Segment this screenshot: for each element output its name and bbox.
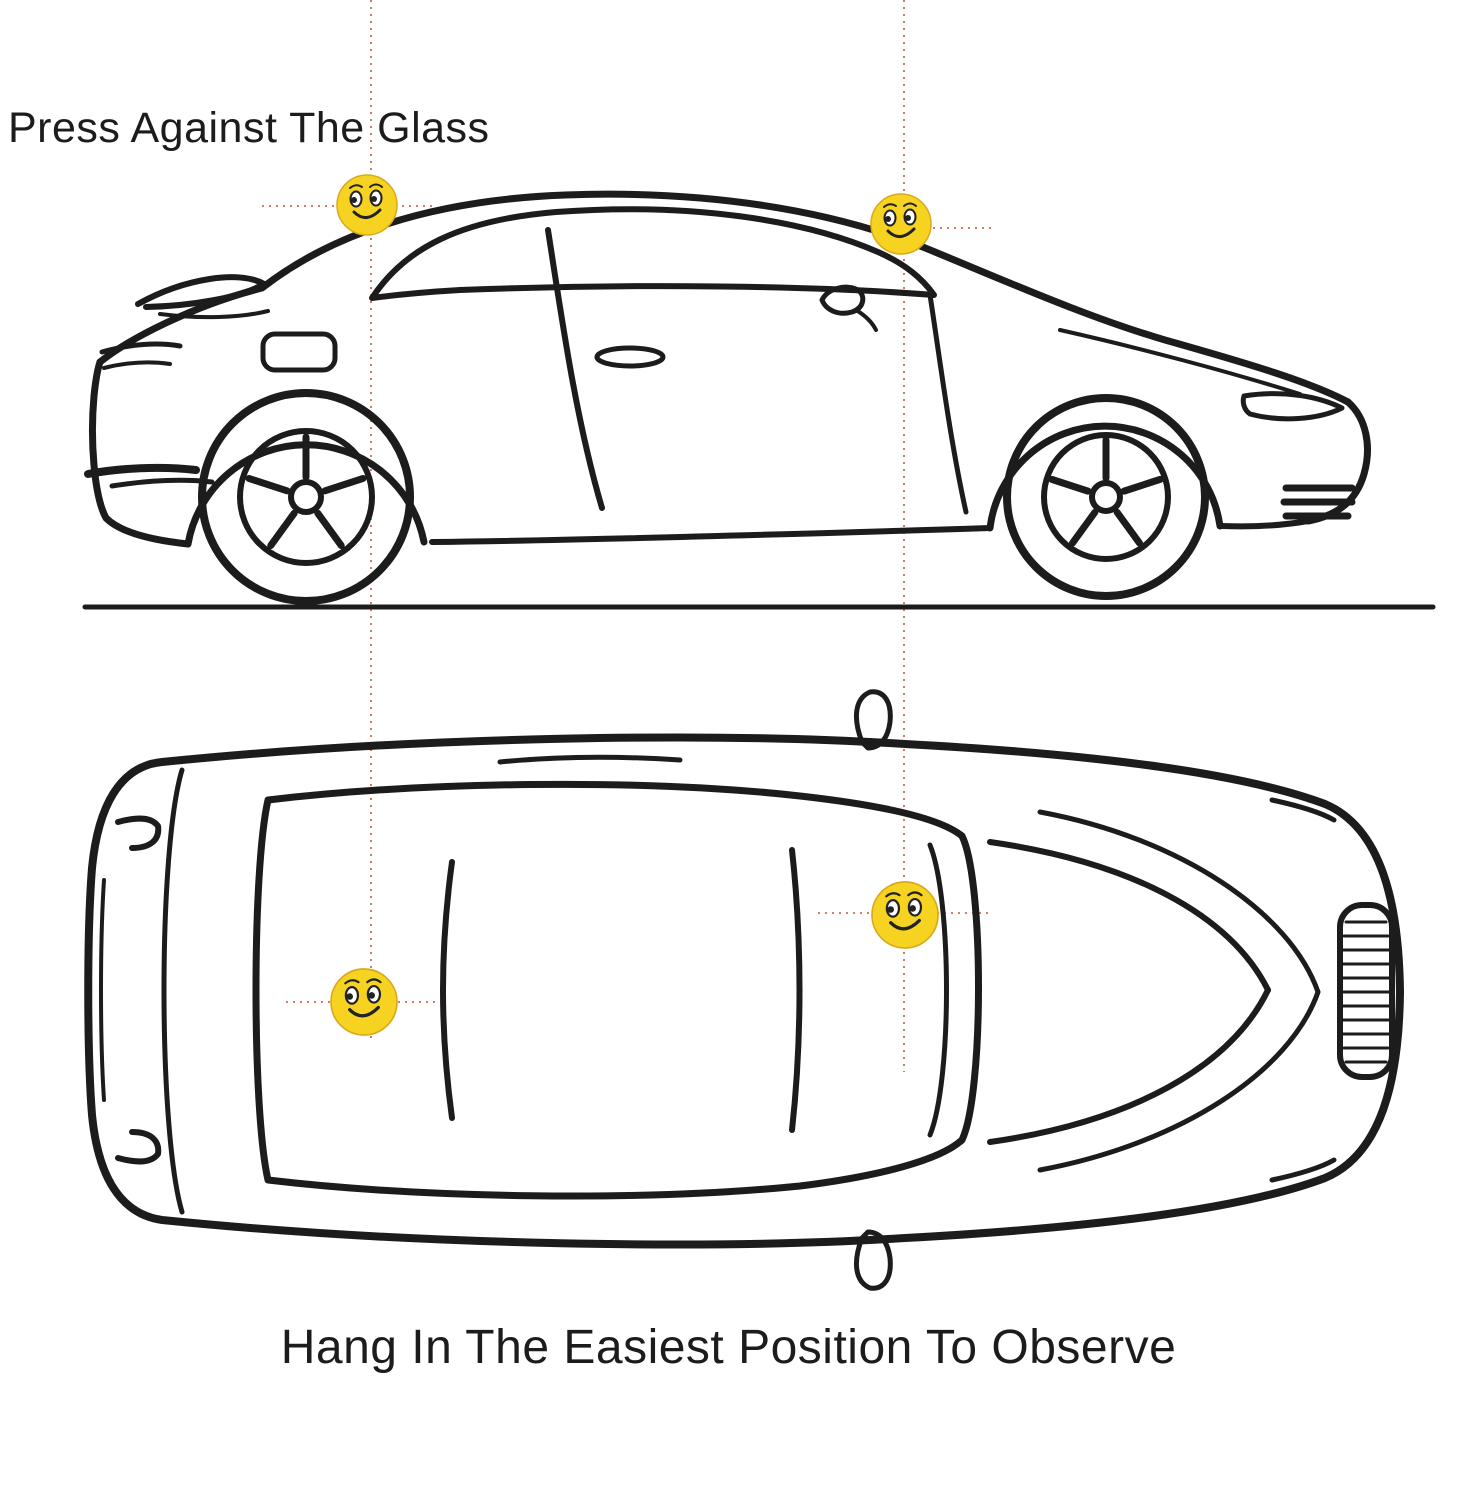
front-wheel bbox=[1003, 394, 1209, 600]
car-top-view-drawing bbox=[84, 689, 1404, 1291]
headlight bbox=[1240, 391, 1345, 422]
smiley-sticker-side-front bbox=[869, 192, 933, 256]
front-grille bbox=[1280, 484, 1356, 520]
side-mirrors-top-view bbox=[853, 689, 893, 1291]
tail-lights-top-view bbox=[115, 815, 162, 1165]
smiley-sticker-top-front bbox=[870, 880, 940, 950]
front-grille-top-view bbox=[1337, 902, 1395, 1080]
instruction-top-label: Press Against The Glass bbox=[8, 104, 490, 152]
headlights-top-view bbox=[1269, 797, 1337, 1183]
rear-spoiler bbox=[135, 274, 270, 320]
tail-light bbox=[99, 341, 183, 370]
side-mirror bbox=[819, 284, 878, 332]
smiley-sticker-side-rear bbox=[335, 173, 399, 237]
cabin-glass-outline bbox=[252, 780, 982, 1200]
rear-wheel bbox=[198, 389, 414, 605]
fuel-door bbox=[260, 331, 338, 373]
door-handle bbox=[594, 345, 666, 369]
hood-contours bbox=[987, 809, 1321, 1173]
car-side-view-drawing bbox=[82, 190, 1436, 610]
instruction-bottom-label: Hang In The Easiest Position To Observe bbox=[280, 1321, 1177, 1374]
smiley-sticker-top-rear bbox=[329, 967, 399, 1037]
side-windows bbox=[369, 206, 937, 301]
